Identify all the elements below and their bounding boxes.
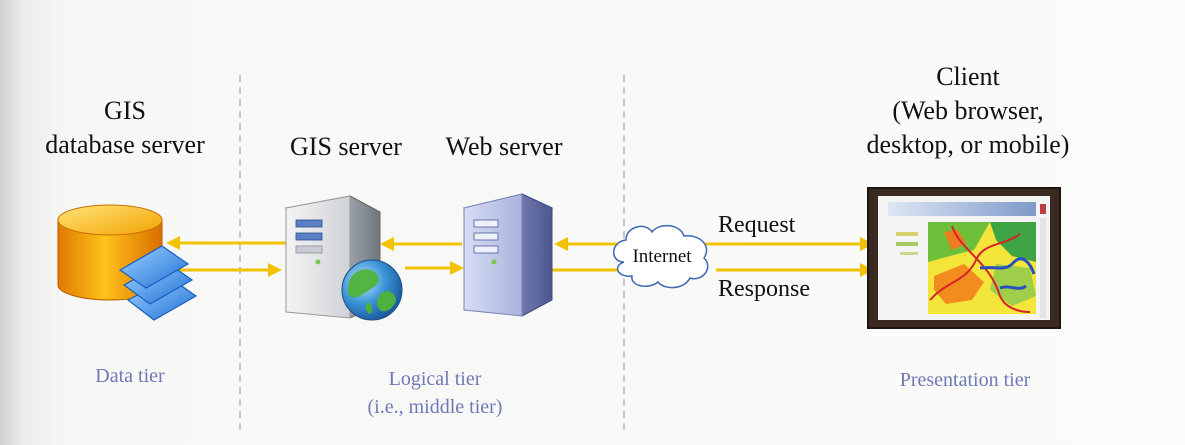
logical-tier-line1: Logical tier (388, 368, 482, 390)
response-label: Response (718, 276, 810, 302)
internet-label: Internet (632, 246, 692, 267)
client-header: Client (Web browser, desktop, or mobile) (838, 60, 1098, 162)
arrowhead-db-to-gis (268, 263, 282, 277)
db-server-header-line2: database server (45, 130, 205, 159)
db-server-header: GIS database server (20, 94, 230, 162)
client-header-line1: Client (936, 62, 1000, 91)
internet-cloud-icon (613, 224, 709, 289)
arrowhead-internet-to-web (554, 237, 568, 251)
client-monitor-icon (867, 187, 1061, 329)
globe-icon (341, 259, 403, 321)
gis-server-header: GIS server (290, 132, 402, 161)
arrowhead-gis-to-db (166, 236, 180, 250)
arrowhead-gis-to-web (450, 261, 464, 275)
web-server-icon (462, 193, 554, 317)
data-layers-icon (118, 245, 198, 321)
web-server-header: Web server (445, 132, 563, 161)
db-server-header-line1: GIS (104, 96, 146, 125)
request-label: Request (718, 212, 796, 238)
presentation-tier-label: Presentation tier (899, 369, 1031, 391)
data-tier-label: Data tier (95, 365, 165, 387)
client-header-line2: (Web browser, (892, 96, 1044, 125)
client-header-line3: desktop, or mobile) (866, 130, 1070, 159)
logical-tier-line2: (i.e., middle tier) (367, 396, 503, 418)
logical-tier-label: Logical tier (i.e., middle tier) (340, 365, 530, 421)
arrowhead-web-to-gis (380, 237, 394, 251)
arrows (166, 236, 874, 277)
